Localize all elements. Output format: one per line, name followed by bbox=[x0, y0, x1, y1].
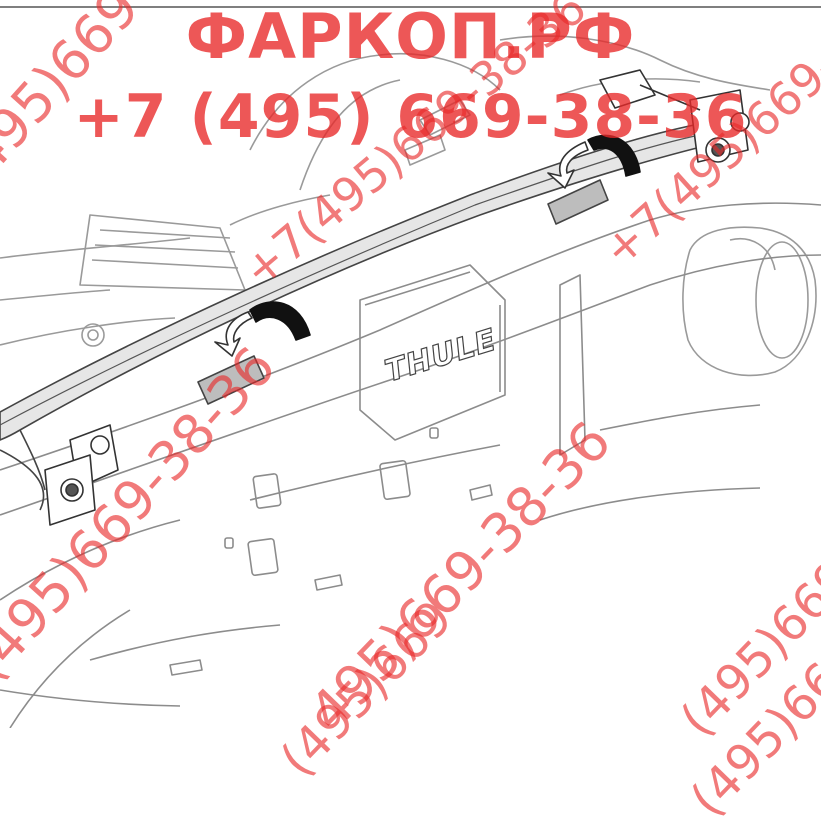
rack-bar-body bbox=[0, 119, 731, 441]
arrow-curl-right bbox=[547, 141, 589, 189]
arrow-curl-left bbox=[214, 311, 253, 357]
car-rear-contour bbox=[0, 202, 821, 729]
rack-bar bbox=[0, 119, 731, 511]
arrow-arc-left bbox=[249, 301, 311, 341]
bike-rack-drawing bbox=[0, 6, 821, 729]
clamp-left bbox=[44, 424, 119, 526]
clamp-right bbox=[599, 69, 750, 163]
watermark-title: ФАРКОП.РФ bbox=[185, 0, 636, 73]
rack-sleeve-left bbox=[197, 355, 265, 405]
rotation-arrows bbox=[214, 134, 641, 357]
rack-sleeve-right bbox=[547, 179, 609, 225]
arrow-arc-right bbox=[587, 134, 641, 177]
watermark-phone: +7 (495) 669-38-36 bbox=[73, 82, 748, 152]
